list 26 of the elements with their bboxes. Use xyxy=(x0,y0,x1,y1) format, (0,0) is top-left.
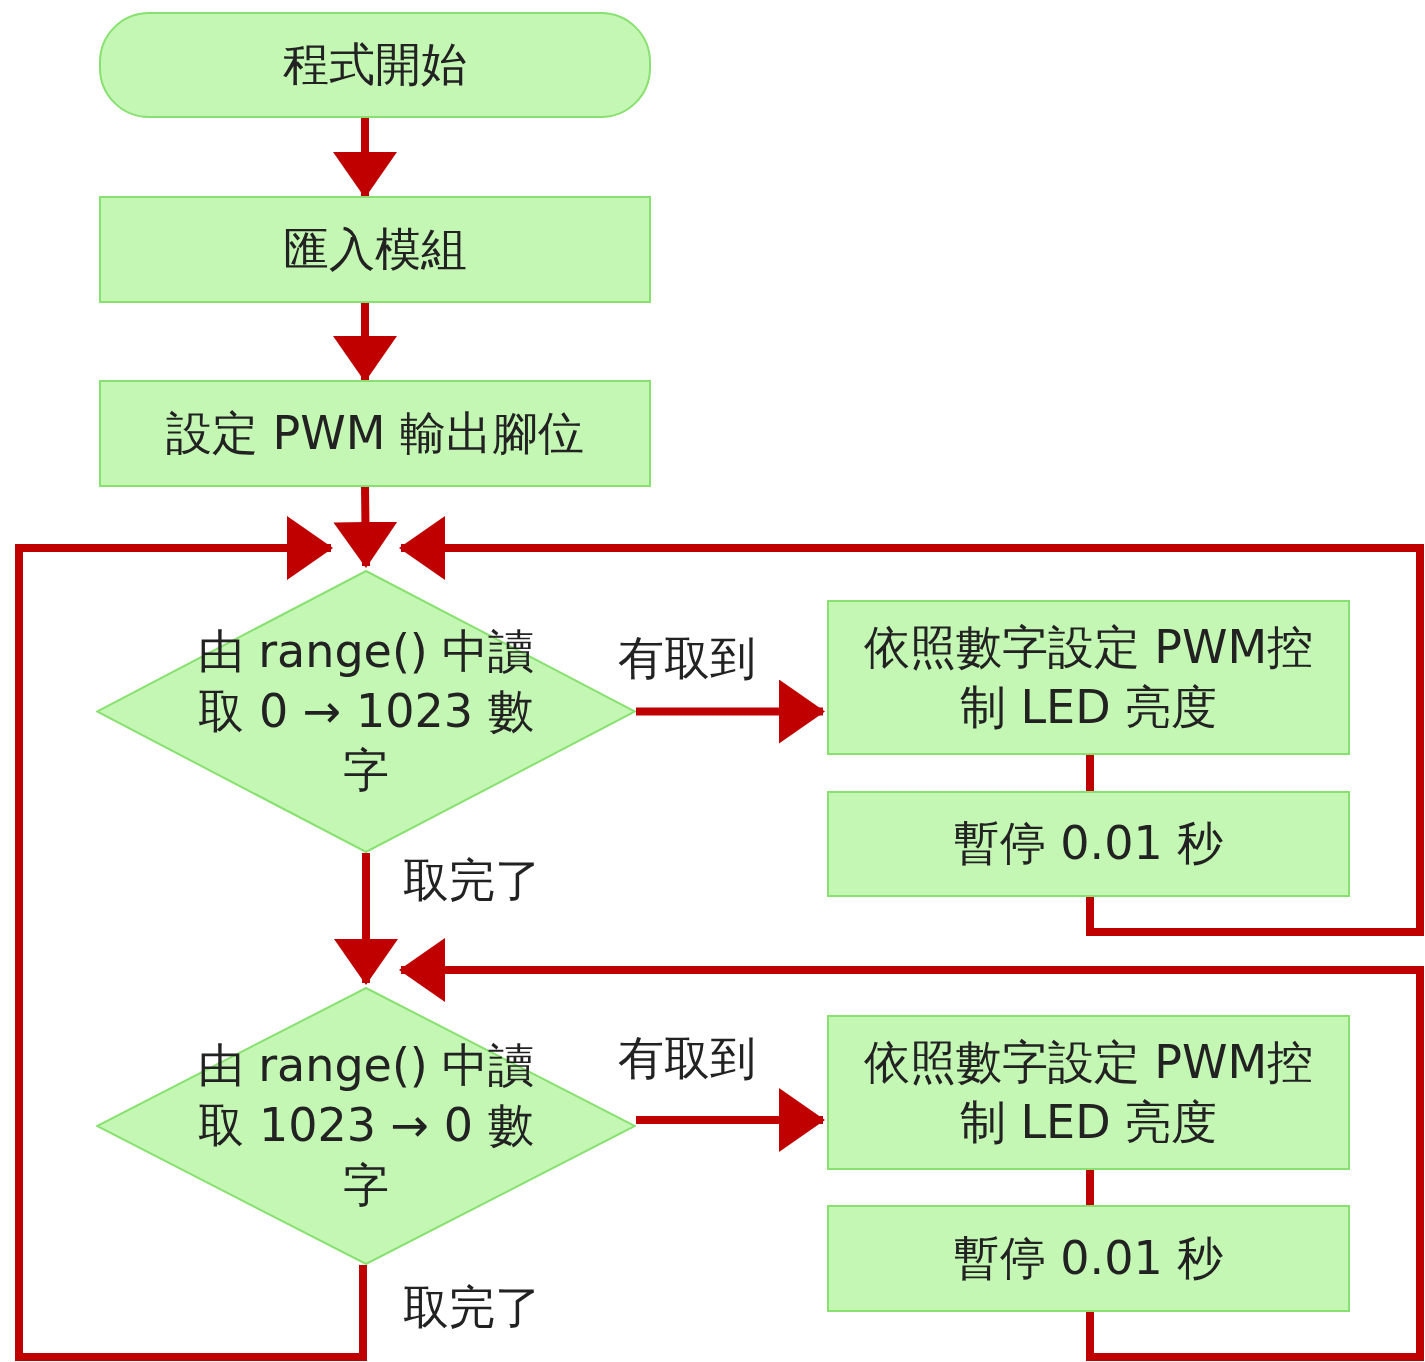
arrow xyxy=(399,516,1424,936)
node-text: 依照數字設定 PWM控制 LED 亮度 xyxy=(863,1033,1314,1151)
arrow xyxy=(399,938,1424,1361)
node-text: 由 range() 中讀取 1023 → 0 數字 xyxy=(196,1037,536,1214)
node-text: 程式開始 xyxy=(282,36,468,94)
arrow xyxy=(636,1088,825,1152)
arrow xyxy=(636,679,825,744)
connector-line xyxy=(1086,755,1094,791)
arrow xyxy=(333,118,397,198)
arrow xyxy=(334,853,398,985)
process-box xyxy=(99,380,651,487)
process-box xyxy=(99,196,651,303)
node-text: 暫停 0.01 秒 xyxy=(952,1229,1225,1287)
connector-line xyxy=(1086,1170,1094,1205)
arrow xyxy=(15,516,367,1361)
node-text: 依照數字設定 PWM控制 LED 亮度 xyxy=(863,618,1314,736)
node-text: 由 range() 中讀取 0 → 1023 數字 xyxy=(196,622,536,800)
process-box xyxy=(827,791,1350,897)
process-box xyxy=(827,1015,1350,1170)
node-text: 匯入模組 xyxy=(282,220,468,278)
arrow xyxy=(333,303,397,382)
process-box xyxy=(827,600,1350,755)
node-text: 設定 PWM 輸出腳位 xyxy=(164,404,586,462)
process-box xyxy=(827,1205,1350,1312)
node-text: 暫停 0.01 秒 xyxy=(952,815,1225,873)
arrow xyxy=(333,486,398,568)
